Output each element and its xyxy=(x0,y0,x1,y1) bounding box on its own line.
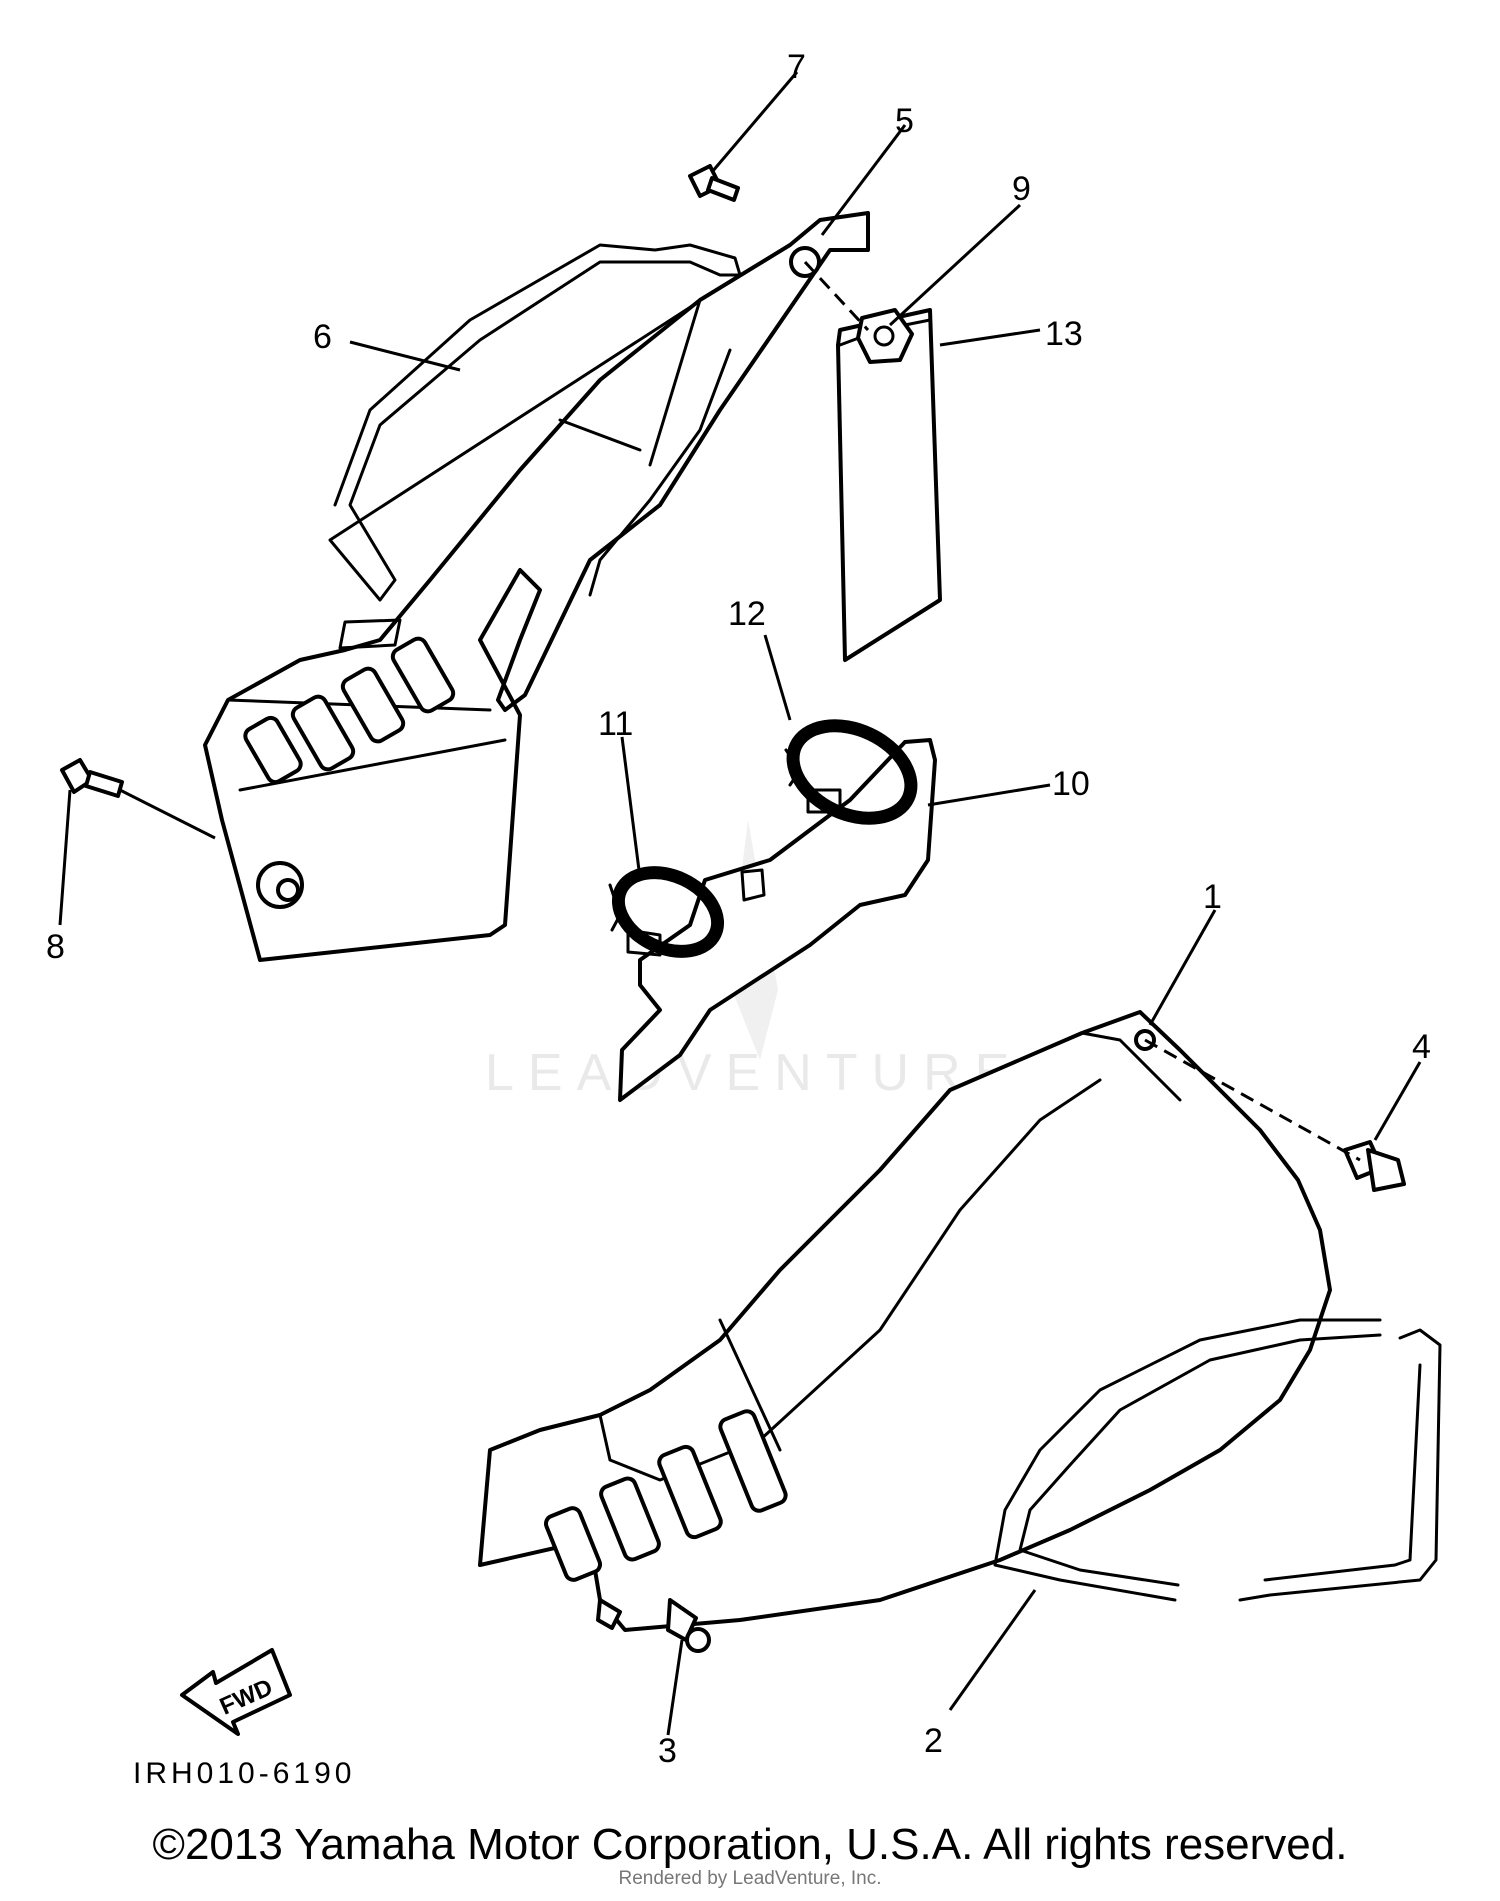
callout-labels: 1 2 3 4 5 6 7 8 9 10 11 12 13 xyxy=(46,48,1431,1770)
part-6-emblem-outline xyxy=(328,243,742,602)
part-10-plate xyxy=(618,738,937,1102)
callout-2: 2 xyxy=(924,1722,943,1760)
part-1-right-side-cover xyxy=(478,1010,1332,1632)
part-4-bolt xyxy=(1343,1140,1406,1192)
callout-5: 5 xyxy=(895,102,914,140)
part-5-left-side-cover xyxy=(203,211,870,962)
part-12-grommet xyxy=(784,719,918,825)
fwd-arrow-icon: FWD xyxy=(180,1648,292,1736)
part-11-grommet xyxy=(608,866,725,958)
copyright-notice: ©2013 Yamaha Motor Corporation, U.S.A. A… xyxy=(152,1820,1348,1869)
callout-9: 9 xyxy=(1012,170,1031,208)
callout-1: 1 xyxy=(1203,878,1222,916)
callout-4: 4 xyxy=(1412,1028,1431,1066)
part-7-bolt xyxy=(688,164,740,202)
leader-lines xyxy=(58,71,1422,1736)
part-9-nut xyxy=(856,308,914,364)
callout-6: 6 xyxy=(313,318,332,356)
part-2-emblem-outline xyxy=(993,1318,1442,1602)
part-13-tape xyxy=(836,308,942,662)
assembly-line-9 xyxy=(803,260,870,332)
callout-3: 3 xyxy=(658,1732,677,1770)
callout-8: 8 xyxy=(46,928,65,966)
watermark-text: LEADVENTURE xyxy=(485,1044,1023,1102)
part-8-bolt xyxy=(60,758,124,798)
callout-13: 13 xyxy=(1045,315,1083,353)
leadventure-watermark: LEADVENTURE xyxy=(485,820,1023,1102)
callout-12: 12 xyxy=(728,595,766,633)
callout-10: 10 xyxy=(1052,765,1090,803)
callout-7: 7 xyxy=(787,48,806,86)
assembly-line-4 xyxy=(1144,1038,1361,1162)
part-3-screw xyxy=(666,1598,711,1653)
drawing-code: IRH010-6190 xyxy=(133,1757,355,1790)
rendered-by-credit: Rendered by LeadVenture, Inc. xyxy=(618,1868,882,1889)
callout-11: 11 xyxy=(598,705,633,743)
